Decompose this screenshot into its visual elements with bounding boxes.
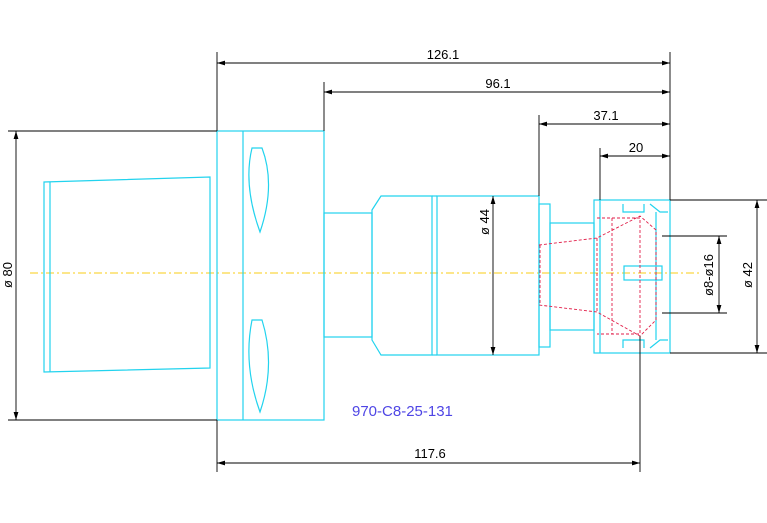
dim-overall-length: 126.1 [216,47,671,200]
dim-body-length: 96.1 [323,76,670,131]
flange [216,130,325,421]
dim-clamp-range-label: ø8-ø16 [701,254,716,296]
dim-taper-length: 117.6 [216,336,641,472]
dim-body-length-label: 96.1 [485,76,510,91]
dim-flange-diameter: ø 80 [0,130,217,421]
dim-flange-diameter-label: ø 80 [0,262,15,288]
dim-clamp-range: ø8-ø16 [662,235,727,314]
flange-slot-bottom [248,319,270,414]
shank [43,176,211,373]
dim-nut-diameter-label: ø 42 [740,262,755,288]
dim-overall-length-label: 126.1 [427,47,460,62]
flange-slot-top [248,147,270,234]
body [323,195,551,356]
dim-body-diameter-label: ø 44 [477,209,492,235]
dim-collet-length-label: 20 [629,140,643,155]
dim-collet-length: 20 [599,140,670,200]
dim-body-diameter: ø 44 [477,196,496,355]
collet-hidden-lines [538,215,657,337]
dim-nut-length: 37.1 [538,108,670,196]
dim-nut-diameter: ø 42 [670,199,767,354]
collet-nut [549,199,671,354]
dim-taper-length-label: 117.6 [414,446,446,461]
dim-nut-length-label: 37.1 [593,108,618,123]
part-number-label: 970-C8-25-131 [352,403,453,420]
